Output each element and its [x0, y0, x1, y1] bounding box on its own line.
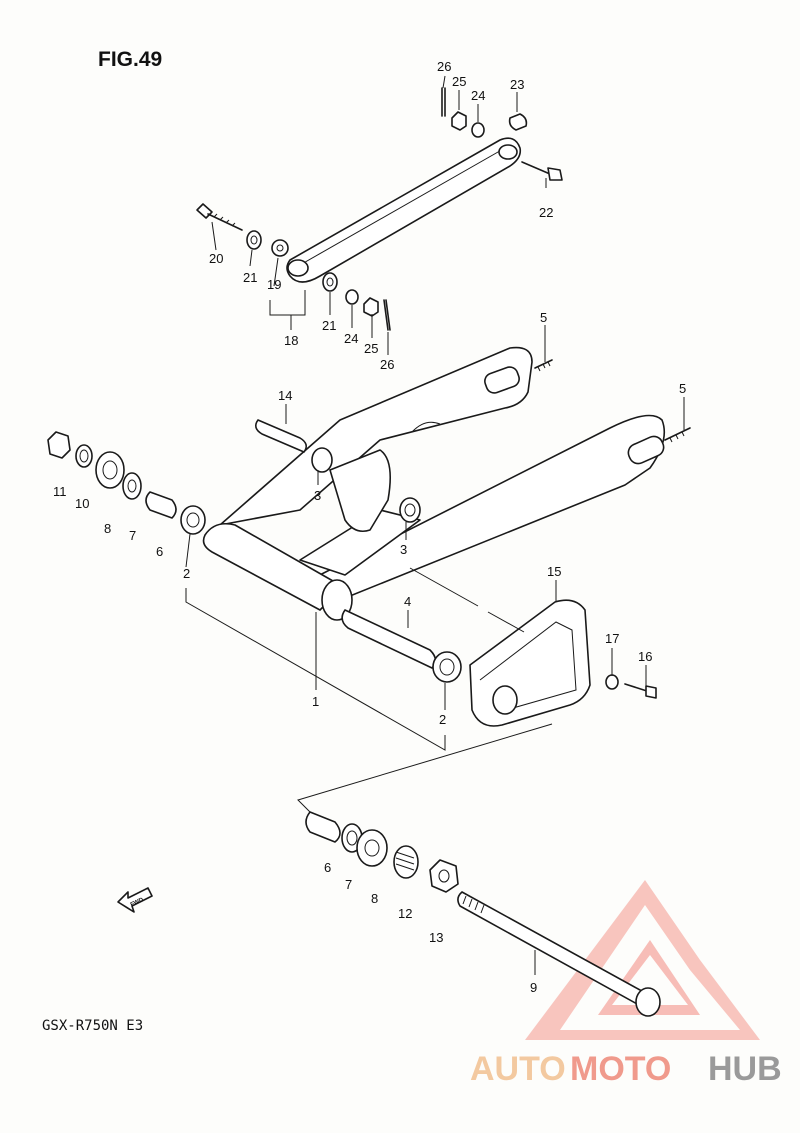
part-label: 11: [53, 484, 67, 499]
part-label: 24: [344, 331, 358, 346]
leader-lines: [185, 75, 685, 975]
part-label: 8: [371, 891, 378, 906]
part-label: 9: [530, 980, 537, 995]
part-label: 1: [312, 694, 319, 709]
part-label: 15: [547, 564, 561, 579]
part-label: 25: [364, 341, 378, 356]
part-label: 6: [156, 544, 163, 559]
pivot-parts-right: [305, 811, 459, 893]
part-label: 21: [322, 318, 336, 333]
part-label: 3: [400, 542, 407, 557]
part-label: 13: [429, 930, 443, 945]
part-label: 4: [404, 594, 411, 609]
part-label: 25: [452, 74, 466, 89]
chain-slider-15: [469, 599, 657, 727]
part-label: 6: [324, 860, 331, 875]
part-label: 12: [398, 906, 412, 921]
model-code: GSX-R750N E3: [42, 1018, 143, 1034]
part-label: 20: [209, 251, 223, 266]
part-label: 5: [679, 381, 686, 396]
part-label: 2: [439, 712, 446, 727]
part-label: 26: [437, 59, 451, 74]
fwd-arrow-icon: FWD: [117, 887, 153, 913]
part-label: 7: [345, 877, 352, 892]
part-label: 18: [284, 333, 298, 348]
part-label: 24: [471, 88, 485, 103]
watermark-text-auto: AUTO: [470, 1050, 566, 1088]
figure-title: FIG.49: [98, 48, 162, 71]
pivot-shaft: [341, 609, 462, 683]
part-label: 16: [638, 649, 652, 664]
part-label: 26: [380, 357, 394, 372]
pivot-parts-left: [47, 431, 206, 535]
watermark-text: AUTO MOTO HUB: [470, 1050, 782, 1088]
watermark-text-moto: MOTO: [570, 1050, 671, 1088]
pivot-bolt-9: [457, 891, 661, 1017]
part-label: 23: [510, 77, 524, 92]
part-label: 14: [278, 388, 292, 403]
swingarm-body: [202, 346, 691, 621]
part-label: 8: [104, 521, 111, 536]
fwd-label: FWD: [130, 897, 146, 909]
part-label: 5: [540, 310, 547, 325]
part-label: 7: [129, 528, 136, 543]
watermark-text-hub: HUB: [708, 1050, 782, 1088]
part-label: 22: [539, 205, 553, 220]
part-label: 3: [314, 488, 321, 503]
rod-assembly-18: [196, 87, 563, 331]
part-label: 10: [75, 496, 89, 511]
part-label: 21: [243, 270, 257, 285]
part-labels: 26 25 24 23 22 20 21 19 21 24 25 26 18 5…: [53, 59, 686, 995]
part-label: 17: [605, 631, 619, 646]
part-label: 2: [183, 566, 190, 581]
part-label: 19: [267, 277, 281, 292]
